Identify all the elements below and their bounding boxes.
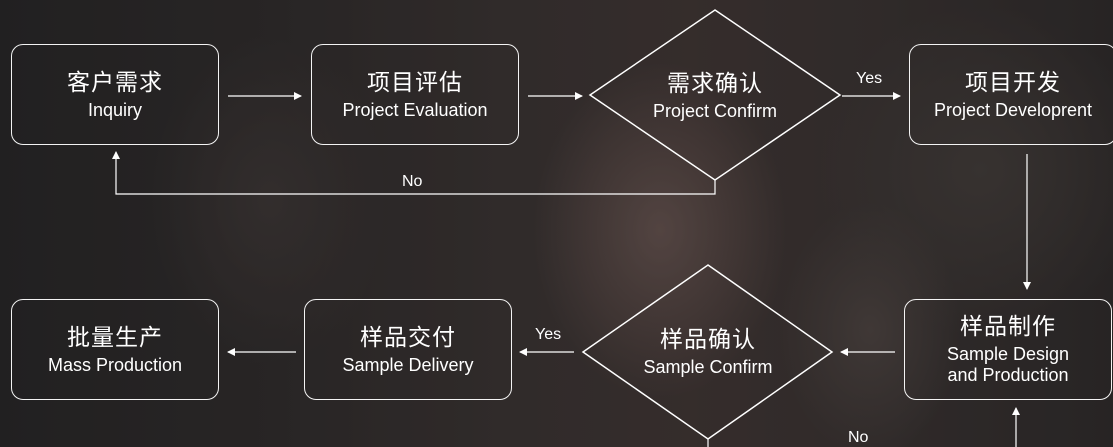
node-sample-delivery: 样品交付 Sample Delivery <box>304 299 512 400</box>
node-sample-confirm-en: Sample Confirm <box>643 357 773 377</box>
node-mass-production-cn: 批量生产 <box>67 324 163 351</box>
node-sample-design-en-line2: and Production <box>947 365 1069 385</box>
node-project-confirm: 需求确认 Project Confirm <box>605 60 825 132</box>
node-project-evaluation: 项目评估 Project Evaluation <box>311 44 519 145</box>
node-project-development: 项目开发 Project Developrent <box>909 44 1113 145</box>
edge-label-project-no: No <box>402 173 423 190</box>
node-mass-production: 批量生产 Mass Production <box>11 299 219 400</box>
edge-label-sample-yes: Yes <box>535 326 562 343</box>
node-project-evaluation-en: Project Evaluation <box>342 99 488 120</box>
node-project-development-cn: 项目开发 <box>965 69 1061 96</box>
node-sample-design-cn: 样品制作 <box>960 314 1056 340</box>
node-project-confirm-en: Project Confirm <box>652 101 778 121</box>
node-sample-confirm-cn: 样品确认 <box>660 327 756 353</box>
node-inquiry-en: Inquiry <box>87 99 143 120</box>
node-sample-delivery-cn: 样品交付 <box>360 324 456 351</box>
node-mass-production-en: Mass Production <box>47 354 183 375</box>
node-sample-delivery-en: Sample Delivery <box>342 354 474 375</box>
node-project-evaluation-cn: 项目评估 <box>367 69 463 96</box>
node-inquiry-cn: 客户需求 <box>67 69 163 96</box>
node-sample-design: 样品制作 Sample Design and Production <box>904 299 1112 400</box>
node-project-confirm-cn: 需求确认 <box>667 71 763 97</box>
node-sample-confirm: 样品确认 Sample Confirm <box>598 316 818 388</box>
node-inquiry: 客户需求 Inquiry <box>11 44 219 145</box>
arrow-confirm-no-loop <box>112 151 716 195</box>
node-sample-design-en-line1: Sample Design <box>946 344 1070 364</box>
node-project-development-en: Project Developrent <box>933 99 1093 120</box>
edge-label-sample-no: No <box>848 429 869 446</box>
edge-label-project-yes: Yes <box>856 70 883 87</box>
